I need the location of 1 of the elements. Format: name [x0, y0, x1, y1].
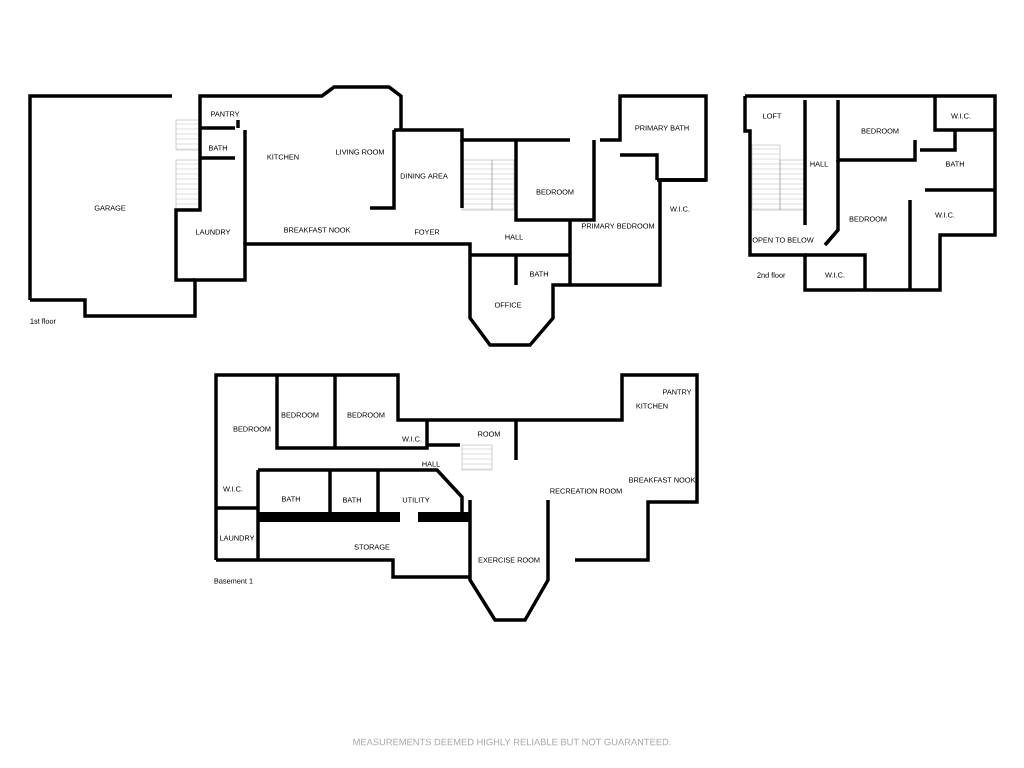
- disclaimer-text: MEASUREMENTS DEEMED HIGHLY RELIABLE BUT NOT GUARANTEED.: [353, 738, 671, 746]
